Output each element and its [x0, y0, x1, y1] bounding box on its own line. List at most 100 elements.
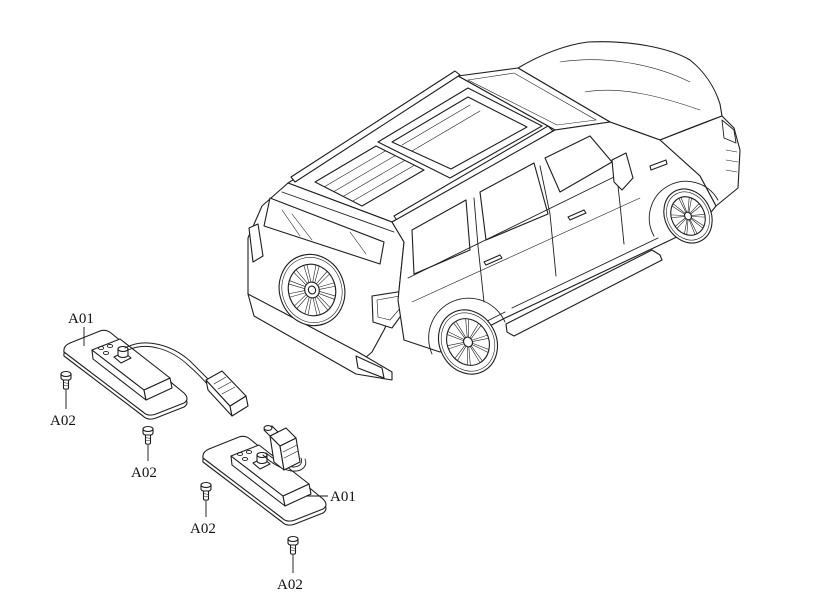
wheel-spoke — [471, 345, 482, 363]
body-character-line — [411, 197, 641, 303]
label-screw-2: A02 — [131, 465, 157, 481]
screw-4 — [287, 535, 299, 555]
quarter-window — [411, 199, 471, 275]
wheel-spoke — [319, 282, 335, 289]
wheel-spoke — [688, 203, 701, 213]
taillight-left — [248, 223, 264, 263]
screw-shaft — [289, 544, 297, 555]
wheel-spoke — [461, 319, 476, 337]
roof-ribbed-panel — [314, 145, 425, 207]
windshield-glass — [467, 72, 597, 126]
roof-ribs — [324, 150, 415, 202]
lamp-hole — [102, 350, 110, 356]
wheel-spoke — [672, 203, 685, 218]
rear-spoiler-edge — [281, 191, 395, 233]
wheel-spoke — [470, 346, 480, 363]
wheel-spoke — [679, 219, 692, 233]
screw-shaft — [62, 379, 70, 390]
lamp-wire — [124, 342, 211, 382]
screw-3 — [200, 481, 212, 501]
rear-hub — [462, 336, 474, 349]
wheel-spoke — [681, 220, 694, 235]
screw-1 — [60, 370, 72, 390]
wheel-spoke — [314, 271, 330, 284]
wheel-spoke — [671, 209, 685, 221]
front-wheel-spokes — [664, 191, 711, 242]
door-handle-rear — [483, 254, 503, 266]
roof-rail-left — [290, 70, 461, 183]
headlight — [721, 119, 737, 144]
screw-2 — [142, 425, 154, 445]
wheel-spoke — [317, 294, 328, 312]
front-wheel — [655, 180, 722, 251]
wheel-spoke — [462, 347, 476, 365]
wheel-spoke — [310, 266, 324, 283]
lamp-hole — [241, 456, 249, 462]
lamp-hole — [236, 451, 244, 457]
spare-tire — [269, 245, 355, 335]
screw-shaft — [202, 490, 210, 501]
rear-window-reflection — [281, 209, 367, 255]
lamp-housing-top — [230, 444, 310, 497]
wheel-spoke — [460, 347, 475, 365]
screw-head-top — [287, 535, 299, 543]
wheel-spoke — [452, 345, 469, 358]
wheel-spoke — [466, 323, 483, 338]
sunroof-glass — [391, 96, 528, 170]
wheel-spoke — [303, 265, 310, 282]
wheel-spoke — [472, 338, 489, 355]
screw-thread — [290, 547, 296, 552]
front-wheel-arch — [648, 180, 719, 237]
wheel-spoke — [305, 265, 313, 283]
wheel-spoke — [472, 334, 488, 346]
lamp-socket-top — [256, 451, 268, 459]
connector-top — [205, 370, 247, 407]
rear-tire-sidewall — [431, 303, 505, 380]
screw-head-top — [60, 370, 72, 378]
front-hub — [683, 211, 693, 221]
connector-latch — [282, 444, 299, 459]
spare-hub — [307, 285, 317, 295]
screw-thread — [63, 382, 69, 387]
beltline — [407, 175, 617, 279]
wheel-spoke — [688, 220, 697, 235]
rear-window — [263, 197, 385, 265]
wheel-spoke — [314, 297, 321, 314]
screw-head-top — [200, 481, 212, 489]
rear-door-window — [479, 162, 549, 241]
wheel-spoke — [303, 298, 317, 315]
front-tire-sidewall — [658, 184, 718, 247]
wheel-spoke — [296, 268, 307, 286]
lamp-wire — [262, 454, 307, 472]
wheel-spoke — [671, 212, 684, 223]
label-screw-4: A02 — [277, 577, 303, 593]
door-handle-front — [567, 209, 587, 221]
taillight-right-inner — [376, 295, 403, 321]
sunroof-reflection — [401, 104, 481, 152]
tow-hitch — [355, 355, 385, 379]
wheel-spoke — [468, 325, 485, 338]
license-lamp-upper — [63, 329, 249, 420]
lamp-body — [63, 329, 188, 420]
wheel-spoke — [456, 321, 466, 338]
lamp-connector — [263, 425, 301, 471]
wheel-spoke — [290, 292, 306, 299]
wheel-spoke — [300, 297, 314, 314]
screw-shaft — [144, 434, 152, 445]
lamp-hole — [245, 449, 253, 455]
screw-thread — [145, 437, 151, 442]
wheel-spoke — [689, 206, 702, 215]
wheel-spoke — [678, 198, 686, 212]
wheel-spoke — [684, 198, 697, 212]
rear-wheel — [427, 300, 508, 385]
screw-thread — [203, 493, 209, 498]
lamp-housing-top — [91, 338, 171, 391]
wheel-spoke — [311, 298, 319, 316]
wheel-spoke — [318, 293, 330, 311]
vehicle — [247, 41, 741, 385]
label-screw-1: A02 — [50, 413, 76, 429]
wheel-spoke — [459, 319, 473, 337]
wheel-spoke — [448, 341, 464, 351]
license-lamp-lower — [202, 425, 327, 526]
wheel-spoke — [319, 287, 335, 301]
